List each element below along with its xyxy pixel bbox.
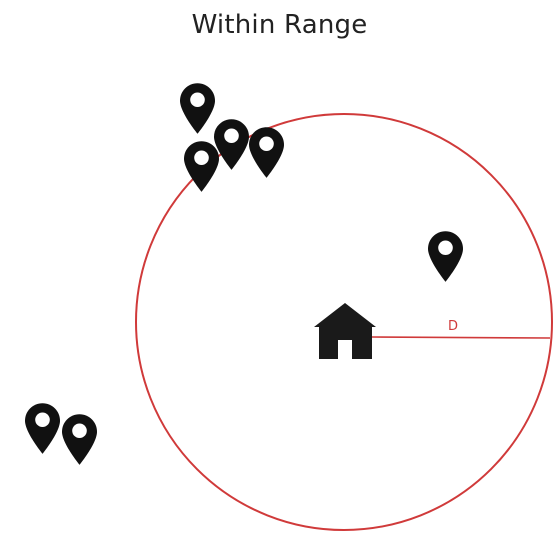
map-pin-icon <box>62 414 97 465</box>
map-pin-icon <box>25 403 60 454</box>
map-pin-icon <box>180 83 215 134</box>
map-pin-icon <box>214 119 249 170</box>
map-pin-icon <box>428 231 463 282</box>
house-icon <box>314 303 376 359</box>
range-circle <box>135 113 553 531</box>
radius-line <box>371 336 551 339</box>
distance-label: D <box>448 319 458 334</box>
diagram-title: Within Range <box>191 10 368 40</box>
map-pin-icon <box>249 127 284 178</box>
